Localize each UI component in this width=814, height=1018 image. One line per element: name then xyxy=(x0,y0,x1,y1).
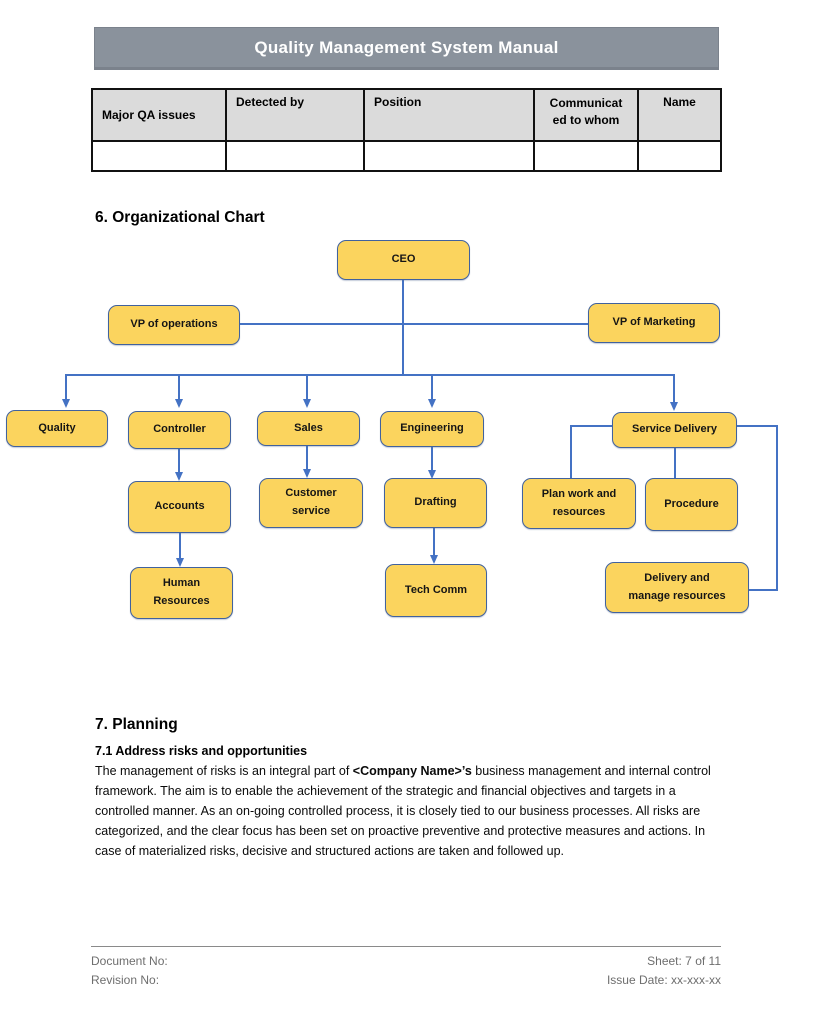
col-header-major-qa-issues: Major QA issues xyxy=(91,88,227,142)
org-node-engineering: Engineering xyxy=(380,411,484,447)
arrow-down-icon xyxy=(175,472,183,481)
col-header-communicated-to-whom: Communicated to whom xyxy=(533,88,639,142)
section-6-heading: 6. Organizational Chart xyxy=(95,209,265,226)
paragraph-text: The management of risks is an integral p… xyxy=(95,764,353,778)
connector-sd-procedure xyxy=(674,448,676,478)
connector-sd-planwork-v xyxy=(570,425,572,478)
arrow-down-icon xyxy=(175,399,183,408)
connector-to-engineering xyxy=(431,374,433,399)
arrow-down-icon xyxy=(303,469,311,478)
connector-ceo-drop xyxy=(402,280,404,375)
document-title: Quality Management System Manual xyxy=(254,37,559,57)
connector-sd-delivery-h1 xyxy=(737,425,778,427)
connector-drafting-techcomm xyxy=(433,528,435,555)
arrow-down-icon xyxy=(428,399,436,408)
qa-issues-table: Major QA issues Detected by Position Com… xyxy=(91,88,722,172)
paragraph-text: business management and internal control… xyxy=(95,764,711,858)
document-no-label: Document No: xyxy=(91,954,168,968)
org-node-procedure: Procedure xyxy=(645,478,738,531)
org-node-vp-operations: VP of operations xyxy=(108,305,240,345)
col-header-communicated-label: Communicated to whom xyxy=(549,96,623,127)
org-node-accounts: Accounts xyxy=(128,481,231,533)
planning-section: 7. Planning 7.1 Address risks and opport… xyxy=(95,716,723,861)
qa-cell xyxy=(533,140,639,172)
footer-right: Sheet: 7 of 11 Issue Date: xx-xxx-xx xyxy=(607,952,721,990)
org-node-human-resources: Human Resources xyxy=(130,567,233,619)
page-footer: Document No: Revision No: Sheet: 7 of 11… xyxy=(91,946,721,990)
connector-to-service-delivery xyxy=(673,374,675,402)
arrow-down-icon xyxy=(176,558,184,567)
col-header-position: Position xyxy=(363,88,535,142)
qa-cell xyxy=(225,140,365,172)
connector-to-controller xyxy=(178,374,180,399)
org-node-sales: Sales xyxy=(257,411,360,446)
connector-engineering-drafting xyxy=(431,447,433,470)
section-7-1-subheading: 7.1 Address risks and opportunities xyxy=(95,744,308,758)
org-node-controller: Controller xyxy=(128,411,231,449)
org-node-customer-service: Customer service xyxy=(259,478,363,528)
revision-no-label: Revision No: xyxy=(91,973,160,987)
issue-date: Issue Date: xx-xxx-xx xyxy=(606,973,721,987)
org-node-service-delivery: Service Delivery xyxy=(612,412,737,448)
qa-cell xyxy=(637,140,722,172)
planning-paragraph: The management of risks is an integral p… xyxy=(95,761,723,861)
connector-to-sales xyxy=(306,374,308,399)
org-node-plan-work: Plan work and resources xyxy=(522,478,636,529)
org-node-vp-marketing: VP of Marketing xyxy=(588,303,720,343)
connector-vp-horizontal xyxy=(240,323,588,325)
org-node-quality: Quality xyxy=(6,410,108,447)
org-chart: CEO VP of operations VP of Marketing Qua… xyxy=(0,230,814,660)
connector-sd-delivery-h2 xyxy=(749,589,778,591)
arrow-down-icon xyxy=(670,402,678,411)
connector-accounts-hr xyxy=(179,533,181,558)
org-node-ceo: CEO xyxy=(337,240,470,280)
qa-table-header-row: Major QA issues Detected by Position Com… xyxy=(91,88,722,142)
org-node-delivery-manage: Delivery and manage resources xyxy=(605,562,749,613)
qa-table-empty-row xyxy=(91,140,722,172)
connector-controller-accounts xyxy=(178,449,180,472)
sheet-number: Sheet: 7 of 11 xyxy=(647,954,721,968)
connector-distribution xyxy=(65,374,675,376)
arrow-down-icon xyxy=(430,555,438,564)
document-title-banner: Quality Management System Manual xyxy=(94,27,719,70)
connector-to-quality xyxy=(65,374,67,399)
col-header-detected-by: Detected by xyxy=(225,88,365,142)
connector-sales-customer-service xyxy=(306,446,308,469)
org-node-tech-comm: Tech Comm xyxy=(385,564,487,617)
arrow-down-icon xyxy=(303,399,311,408)
footer-left: Document No: Revision No: xyxy=(91,952,168,990)
arrow-down-icon xyxy=(62,399,70,408)
connector-sd-delivery-v xyxy=(776,425,778,591)
col-header-name: Name xyxy=(637,88,722,142)
section-7-heading: 7. Planning xyxy=(95,716,178,733)
company-name-placeholder: <Company Name>’s xyxy=(352,764,472,778)
arrow-down-icon xyxy=(428,470,436,479)
connector-sd-planwork-h xyxy=(570,425,612,427)
qa-cell xyxy=(363,140,535,172)
qa-cell xyxy=(91,140,227,172)
org-node-drafting: Drafting xyxy=(384,478,487,528)
